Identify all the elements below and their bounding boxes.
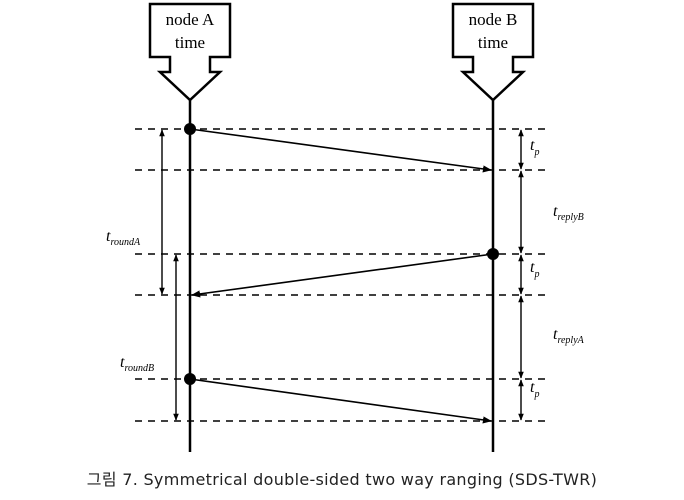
message-2-b-to-a — [191, 253, 494, 298]
tround-a-label: troundA — [106, 228, 141, 248]
node-b-label: node B — [469, 10, 518, 29]
node-b-header — [451, 2, 535, 102]
tx-dot-3 — [184, 373, 196, 385]
node-a-label: node A — [166, 10, 215, 29]
tp-label-1: tp — [530, 137, 539, 158]
message-3-a-to-b — [189, 378, 492, 424]
node-a-header — [148, 2, 232, 102]
tp-label-2: tp — [530, 259, 539, 280]
tp-label-3: tp — [530, 379, 539, 400]
treply-b-label: treplyB — [553, 203, 584, 223]
node-a-time-label: time — [175, 33, 205, 52]
dashed-reference-lines — [135, 128, 550, 422]
figure-caption: 그림 7. Symmetrical double-sided two way r… — [86, 470, 598, 489]
treply-a-label: treplyA — [553, 326, 585, 346]
tx-dot-2 — [487, 248, 499, 260]
tx-dot-1 — [184, 123, 196, 135]
tround-b-label: troundB — [120, 354, 154, 374]
message-1-a-to-b — [189, 128, 492, 173]
node-b-time-label: time — [478, 33, 508, 52]
